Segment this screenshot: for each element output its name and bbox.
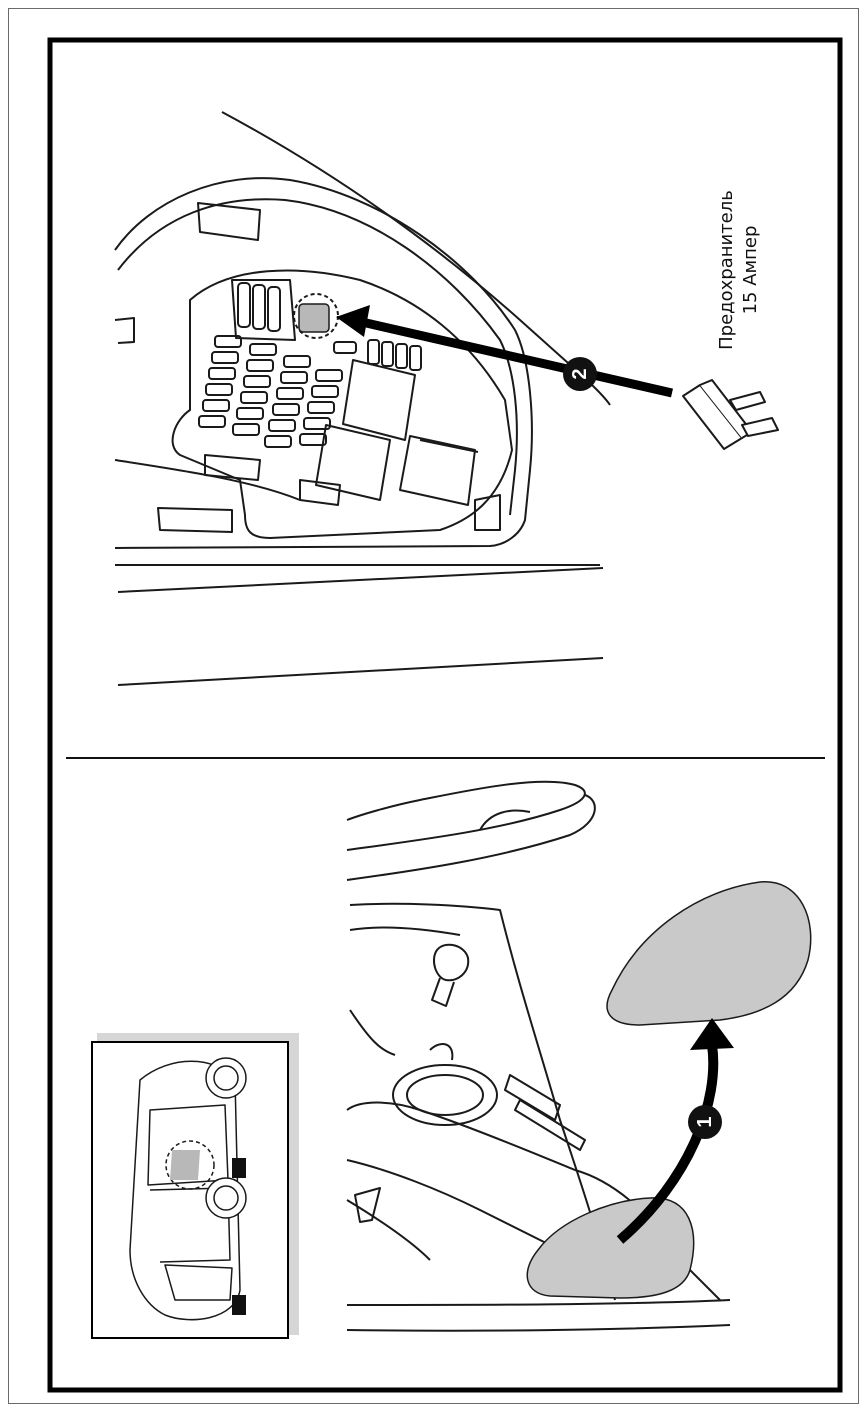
fuse-label-rating: 15 Ампер <box>739 185 763 355</box>
fuse-label-name: Предохранитель <box>715 185 739 355</box>
insert-arrowhead <box>336 305 370 337</box>
inset-highlight-fill <box>170 1150 200 1180</box>
inset-wheel-1 <box>232 1158 246 1178</box>
fuse-box-illustration <box>115 112 610 685</box>
step-2-marker: 2 <box>563 357 597 391</box>
inset-frame <box>92 1042 288 1338</box>
removal-arrowhead <box>690 1018 734 1050</box>
target-fuse-slot <box>299 304 329 332</box>
inset-wheel-2 <box>232 1295 246 1315</box>
step-1-marker: 1 <box>688 1105 722 1139</box>
step-2-number: 2 <box>563 357 597 391</box>
trim-cover-original <box>527 1198 693 1298</box>
trim-cover-removed <box>607 882 811 1025</box>
step-1-number: 1 <box>688 1105 722 1139</box>
blade-fuse-15a <box>683 380 778 449</box>
fuse-label: Предохранитель 15 Ампер <box>715 185 775 355</box>
